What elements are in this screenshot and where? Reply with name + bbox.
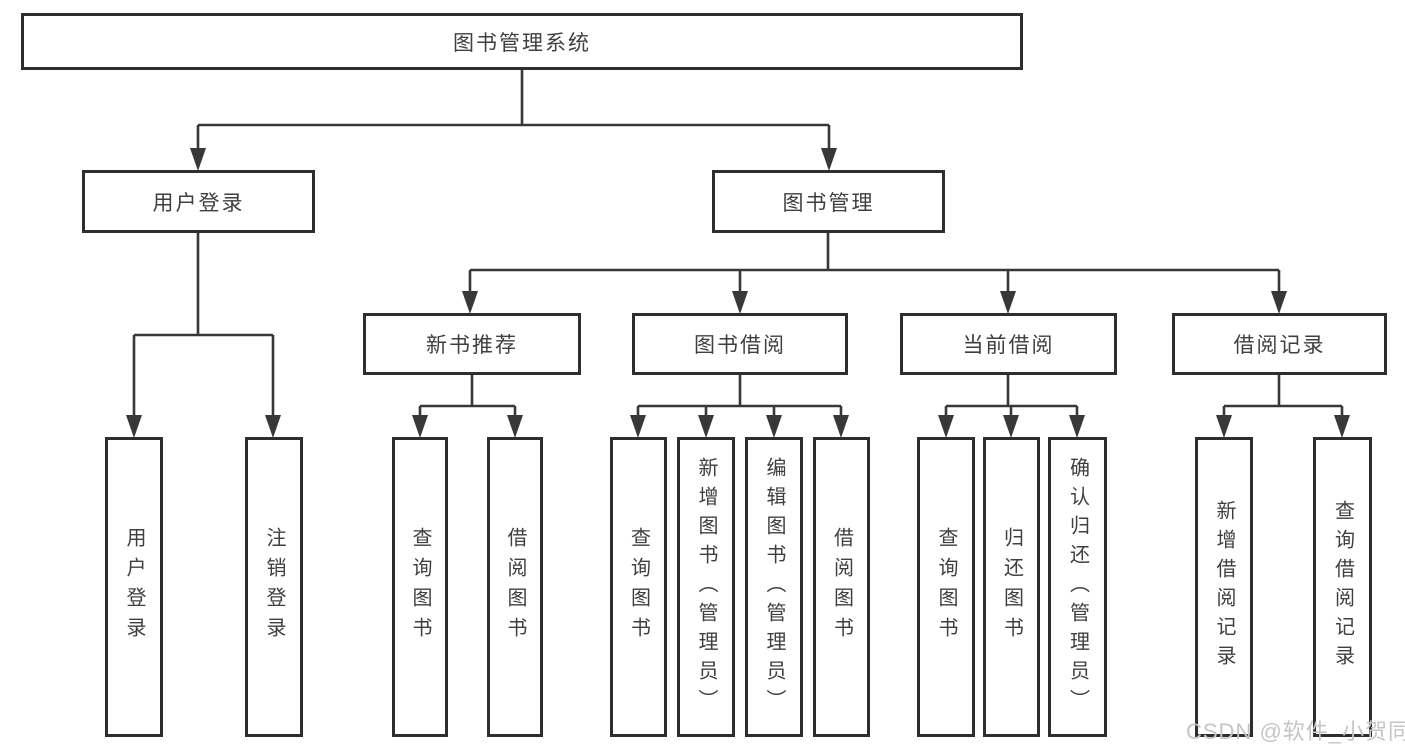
- leaf-label: 借阅图书: [504, 527, 526, 647]
- leaf-confirm-return-admin: 确认归还（管理员）: [1048, 437, 1107, 737]
- leaf-query-books-recommend: 查询图书: [392, 437, 448, 737]
- leaf-query-books-current: 查询图书: [917, 437, 975, 737]
- node-label: 图书借阅: [694, 334, 786, 357]
- node-borrow-records: 借阅记录: [1172, 313, 1387, 375]
- leaf-label: 新增借阅记录: [1213, 500, 1235, 674]
- leaf-borrow-books: 借阅图书: [813, 437, 870, 737]
- leaf-add-books-admin: 新增图书（管理员）: [677, 437, 735, 737]
- leaf-label: 确认归还（管理员）: [1066, 456, 1089, 718]
- node-label: 图书管理系统: [453, 31, 591, 55]
- csdn-watermark: CSDN @软件_小贺同学: [1186, 719, 1405, 744]
- node-label: 新书推荐: [426, 334, 518, 357]
- leaf-return-books: 归还图书: [983, 437, 1040, 737]
- node-book-borrow: 图书借阅: [632, 313, 848, 375]
- leaf-label: 查询借阅记录: [1331, 500, 1354, 674]
- leaf-label: 归还图书: [1000, 527, 1023, 647]
- node-label: 用户登录: [152, 191, 245, 215]
- leaf-logout: 注销登录: [245, 437, 303, 737]
- arrowheads: [126, 148, 1350, 438]
- leaf-borrow-books-recommend: 借阅图书: [487, 437, 543, 737]
- node-library-system: 图书管理系统: [21, 13, 1023, 70]
- leaf-label: 新增图书（管理员）: [695, 456, 717, 718]
- node-label: 当前借阅: [962, 334, 1055, 357]
- leaf-label: 用户登录: [123, 527, 145, 647]
- node-label: 图书管理: [782, 191, 875, 215]
- node-label: 借阅记录: [1233, 334, 1326, 357]
- node-user-login-branch: 用户登录: [82, 170, 315, 233]
- leaf-query-borrow-record: 查询借阅记录: [1313, 437, 1372, 737]
- leaf-label: 借阅图书: [830, 527, 853, 647]
- leaf-add-borrow-record: 新增借阅记录: [1195, 437, 1253, 737]
- leaf-label: 查询图书: [409, 527, 431, 647]
- node-current-borrow: 当前借阅: [900, 313, 1117, 375]
- leaf-label: 查询图书: [627, 527, 650, 647]
- leaf-label: 编辑图书（管理员）: [763, 456, 785, 718]
- node-new-book-recommend: 新书推荐: [363, 313, 581, 375]
- leaf-label: 查询图书: [935, 527, 957, 647]
- leaf-user-login: 用户登录: [105, 437, 163, 737]
- leaf-label: 注销登录: [263, 527, 285, 647]
- leaf-edit-books-admin: 编辑图书（管理员）: [745, 437, 803, 737]
- node-book-management: 图书管理: [712, 170, 945, 233]
- leaf-query-books-borrow: 查询图书: [610, 437, 667, 737]
